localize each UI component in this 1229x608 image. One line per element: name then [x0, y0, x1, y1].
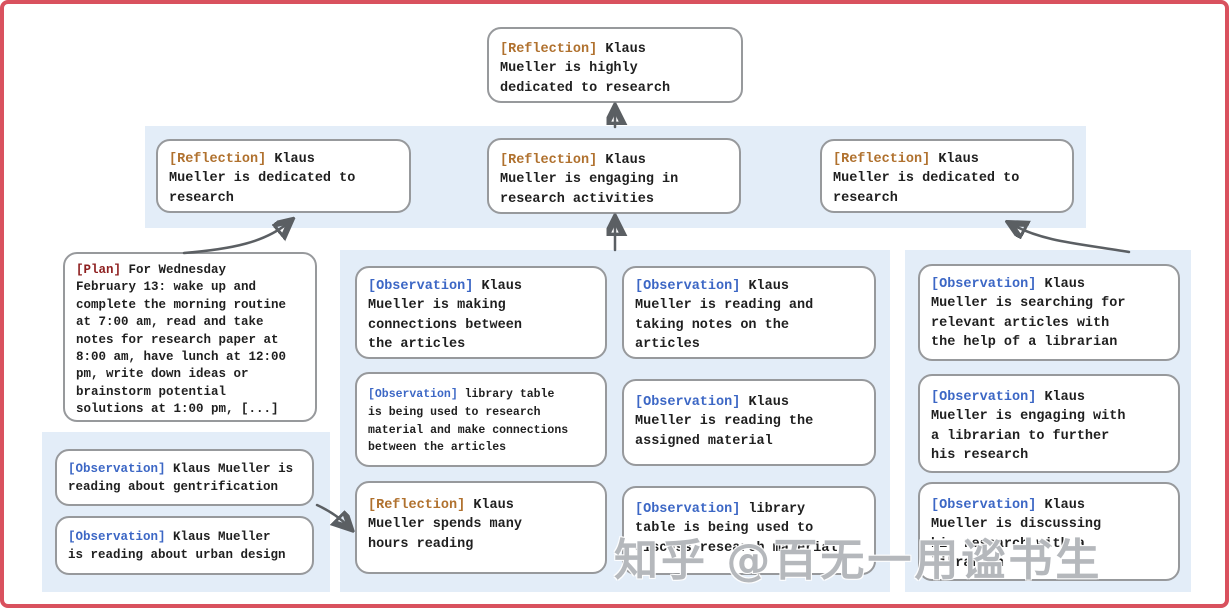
node-text: Klaus Mueller is searching for relevant … [931, 277, 1126, 351]
arrow-rightpanel-to-right-reflection [1013, 225, 1131, 254]
reflection-tag: [Reflection] [833, 152, 931, 167]
observation-tag: [Observation] [635, 502, 741, 517]
node-reflection-hours-reading: [Reflection] Klaus Mueller spends many h… [355, 481, 607, 574]
node-text: library table is being used to research … [368, 388, 569, 455]
node-obs-urban-design: [Observation] Klaus Mueller is reading a… [55, 516, 314, 575]
node-text: library table is being used to discuss r… [635, 502, 838, 556]
node-obs-gentrification: [Observation] Klaus Mueller is reading a… [55, 449, 314, 506]
node-text: Klaus Mueller is engaging with a librari… [931, 390, 1126, 464]
observation-tag: [Observation] [635, 279, 741, 294]
reflection-tag: [Reflection] [500, 42, 598, 57]
observation-tag: [Observation] [931, 498, 1037, 513]
observation-tag: [Observation] [368, 279, 474, 294]
node-text: Klaus Mueller is discussing his research… [931, 498, 1102, 572]
node-obs-library-table-research: [Observation] library table is being use… [355, 372, 607, 467]
node-plan-wednesday: [Plan] For Wednesday February 13: wake u… [63, 252, 317, 422]
plan-tag: [Plan] [76, 263, 122, 277]
node-text: Klaus Mueller is engaging in research ac… [500, 153, 679, 207]
node-text: Klaus Mueller is reading about urban des… [68, 530, 286, 562]
node-reflection-engaging: [Reflection] Klaus Mueller is engaging i… [487, 138, 741, 214]
node-text: For Wednesday February 13: wake up and c… [76, 263, 287, 416]
reflection-tag: [Reflection] [500, 153, 598, 168]
node-text: Klaus Mueller is reading about gentrific… [68, 462, 294, 494]
reflection-tag: [Reflection] [169, 152, 267, 167]
node-obs-making-connections: [Observation] Klaus Mueller is making co… [355, 266, 607, 359]
node-obs-engaging-librarian: [Observation] Klaus Mueller is engaging … [918, 374, 1180, 473]
observation-tag: [Observation] [368, 388, 458, 401]
node-obs-searching-articles: [Observation] Klaus Mueller is searching… [918, 264, 1180, 361]
node-text: Klaus Mueller is dedicated to research [833, 152, 1020, 206]
observation-tag: [Observation] [931, 277, 1037, 292]
node-obs-taking-notes: [Observation] Klaus Mueller is reading a… [622, 266, 876, 359]
observation-tag: [Observation] [635, 395, 741, 410]
node-top-reflection: [Reflection] Klaus Mueller is highly ded… [487, 27, 743, 103]
node-obs-library-table-discuss: [Observation] library table is being use… [622, 486, 876, 575]
observation-tag: [Observation] [68, 530, 166, 544]
observation-tag: [Observation] [68, 462, 166, 476]
node-text: Klaus Mueller spends many hours reading [368, 498, 522, 552]
node-text: Klaus Mueller is highly dedicated to res… [500, 42, 671, 96]
node-text: Klaus Mueller is making connections betw… [368, 279, 522, 353]
reflection-tag: [Reflection] [368, 498, 466, 513]
node-reflection-dedicated-left: [Reflection] Klaus Mueller is dedicated … [156, 139, 411, 213]
node-reflection-dedicated-right: [Reflection] Klaus Mueller is dedicated … [820, 139, 1074, 213]
node-text: Klaus Mueller is dedicated to research [169, 152, 356, 206]
node-text: Klaus Mueller is reading the assigned ma… [635, 395, 814, 449]
observation-tag: [Observation] [931, 390, 1037, 405]
node-obs-discussing-research: [Observation] Klaus Mueller is discussin… [918, 482, 1180, 581]
node-text: Klaus Mueller is reading and taking note… [635, 279, 814, 353]
node-obs-assigned-material: [Observation] Klaus Mueller is reading t… [622, 379, 876, 466]
